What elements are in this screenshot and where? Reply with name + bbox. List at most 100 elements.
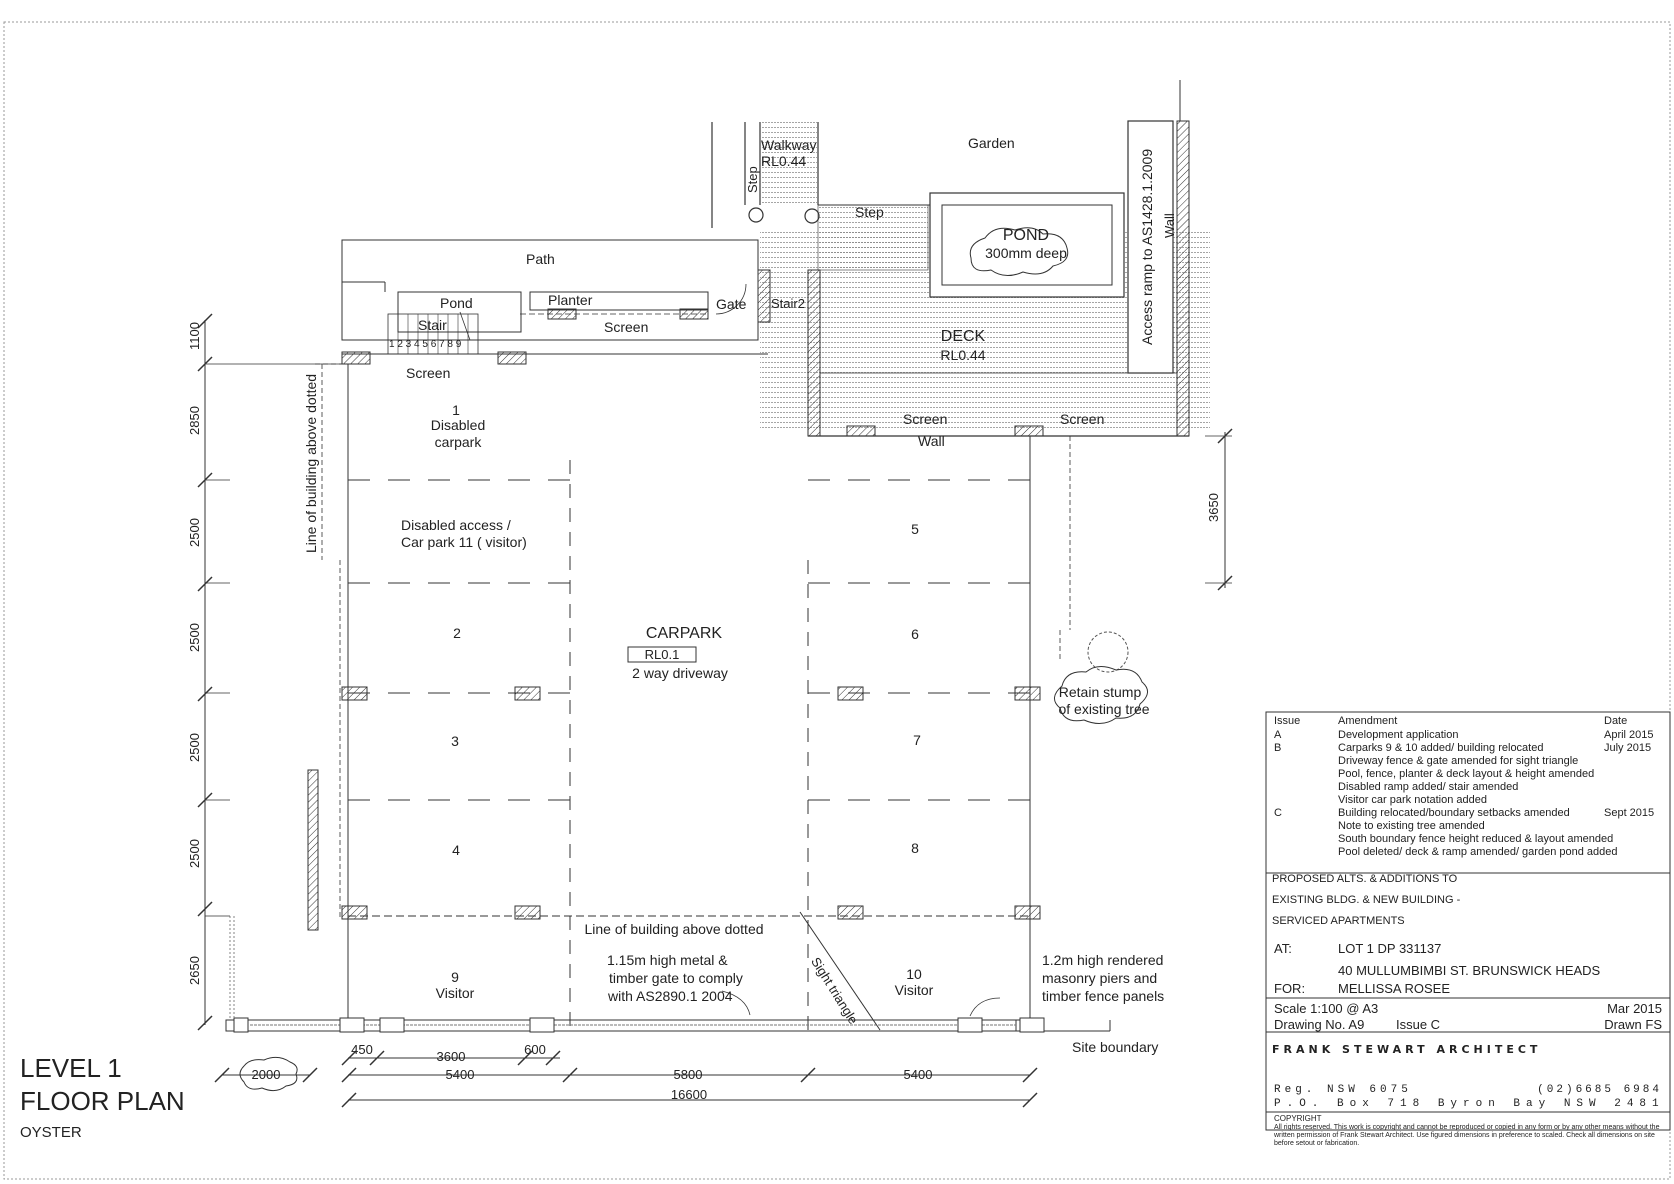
- bay-10-text: Visitor: [894, 982, 934, 998]
- tb-at-1: LOT 1 DP 331137: [1338, 941, 1442, 956]
- carpark-rl-label: RL0.1: [644, 647, 680, 662]
- amendment-text: Development application: [1338, 729, 1459, 741]
- site-boundary-label: Site boundary: [1072, 1039, 1159, 1055]
- tb-head-date: Date: [1604, 715, 1628, 727]
- dim-2500-a: 2500: [187, 518, 202, 547]
- plan-title-line1: LEVEL 1: [20, 1053, 122, 1083]
- plan-subtitle: OYSTER: [20, 1124, 82, 1141]
- tb-head-issue: Issue: [1274, 715, 1301, 727]
- amendment-issue: A: [1274, 729, 1282, 741]
- tb-at-2: 40 MULLUMBIMBI ST. BRUNSWICK HEADS: [1338, 963, 1601, 978]
- dim-2850: 2850: [187, 406, 202, 435]
- bay-1-text-a: Disabled: [430, 417, 486, 433]
- dim-2500-b: 2500: [187, 623, 202, 652]
- tb-phone: (02)6685 6984: [1537, 1084, 1662, 1096]
- screen-label-3: Screen: [903, 411, 948, 427]
- dim-2650: 2650: [187, 956, 202, 985]
- tb-copyright-title: COPYRIGHT: [1274, 1114, 1322, 1123]
- tb-architect-name: FRANK STEWART ARCHITECT: [1272, 1043, 1542, 1056]
- tb-copyright-text: All rights reserved. This work is copyri…: [1274, 1124, 1660, 1147]
- tb-date: Mar 2015: [1607, 1001, 1662, 1016]
- wall-bottom-label: Wall: [918, 433, 945, 449]
- title-block: Issue Amendment Date A Development applic…: [1266, 712, 1670, 1148]
- amendment-text: Building relocated/boundary setbacks ame…: [1338, 807, 1570, 819]
- bay-1-text-b: carpark: [434, 434, 482, 450]
- tb-reg: Reg. NSW 6075: [1274, 1084, 1412, 1096]
- amendment-text: South boundary fence height reduced & la…: [1338, 833, 1614, 845]
- step-label: Step: [855, 204, 884, 220]
- stair2-label: Stair2: [771, 296, 805, 311]
- bay-6: 6: [911, 626, 919, 642]
- path-label: Path: [526, 251, 555, 267]
- tb-for-value: MELLISSA ROSEE: [1338, 981, 1450, 996]
- piers-note-c: timber fence panels: [1042, 988, 1165, 1004]
- amendment-text: Visitor car park notation added: [1338, 794, 1487, 806]
- plan-title-line2: FLOOR PLAN: [20, 1086, 185, 1116]
- dim-2500-d: 2500: [187, 839, 202, 868]
- amendment-text: Pool, fence, planter & deck layout & hei…: [1338, 768, 1595, 780]
- wall-right-label: Wall: [1162, 213, 1177, 238]
- amendment-text: Disabled ramp added/ stair amended: [1338, 781, 1519, 793]
- tb-scale: Scale 1:100 @ A3: [1274, 1001, 1379, 1016]
- amendment-text: Driveway fence & gate amended for sight …: [1338, 755, 1579, 767]
- disabled-access-a: Disabled access /: [401, 517, 511, 533]
- step-vertical-label: Step: [745, 166, 760, 193]
- deck-rl-label: RL0.44: [940, 347, 986, 363]
- stair-numbers: 1 2 3 4 5 6 7 8 9: [389, 339, 462, 350]
- dim-16600: 16600: [670, 1087, 708, 1102]
- driveway-label: 2 way driveway: [632, 665, 728, 681]
- dim-450: 450: [351, 1042, 373, 1057]
- dim-5800: 5800: [673, 1067, 703, 1082]
- tb-at-label: AT:: [1274, 941, 1292, 956]
- stair-label: Stair: [418, 317, 447, 333]
- amendment-text: Carparks 9 & 10 added/ building relocate…: [1338, 742, 1544, 754]
- dim-5400-b: 5400: [903, 1067, 933, 1082]
- bay-8: 8: [911, 840, 919, 856]
- screen-label-1: Screen: [406, 365, 451, 381]
- tb-po-box: P.O. Box 718 Byron Bay NSW 2481: [1274, 1098, 1665, 1110]
- walkway-label: Walkway: [761, 137, 817, 153]
- gate-note-b: timber gate to comply: [609, 970, 743, 986]
- amendment-issue: B: [1274, 742, 1282, 754]
- retain-stump-b: of existing tree: [1058, 701, 1150, 717]
- tb-issue: Issue C: [1396, 1017, 1441, 1032]
- bay-5: 5: [911, 521, 919, 537]
- piers-note-a: 1.2m high rendered: [1042, 952, 1164, 968]
- bay-9-number: 9: [451, 969, 459, 985]
- bay-7: 7: [913, 732, 921, 748]
- bay-2: 2: [453, 625, 461, 641]
- amendment-date: July 2015: [1604, 742, 1652, 754]
- pond-big-label: POND: [1002, 227, 1050, 244]
- dim-1100: 1100: [187, 322, 202, 350]
- dim-3600: 3600: [436, 1049, 466, 1064]
- screen-label-2: Screen: [604, 319, 649, 335]
- bay-4: 4: [452, 842, 460, 858]
- gate-note-c: with AS2890.1 2004: [608, 988, 733, 1004]
- piers-note-b: masonry piers and: [1042, 970, 1158, 986]
- bay-3: 3: [451, 733, 459, 749]
- amendment-text: Note to existing tree amended: [1338, 820, 1485, 832]
- tb-project-3: SERVICED APARTMENTS: [1272, 915, 1405, 927]
- bay-1-number: 1: [452, 402, 460, 418]
- amendment-date: April 2015: [1604, 729, 1654, 741]
- bay-9-text: Visitor: [435, 985, 475, 1001]
- tb-project-1: PROPOSED ALTS. & ADDITIONS TO: [1272, 873, 1458, 885]
- garden-label: Garden: [968, 135, 1015, 151]
- line-building-above-bottom: Line of building above dotted: [584, 921, 764, 937]
- gate-note-a: 1.15m high metal &: [607, 952, 728, 968]
- tb-head-amendment: Amendment: [1338, 715, 1398, 727]
- tb-drawing-no: Drawing No. A9: [1274, 1017, 1365, 1032]
- dim-5400-a: 5400: [445, 1067, 475, 1082]
- planter-label: Planter: [548, 292, 593, 308]
- pond-label: Pond: [440, 295, 473, 311]
- retain-stump-a: Retain stump: [1058, 684, 1142, 700]
- tb-for-label: FOR:: [1274, 981, 1306, 996]
- disabled-access-b: Car park 11 ( visitor): [401, 534, 527, 550]
- screen-label-4: Screen: [1060, 411, 1105, 427]
- amendment-date: Sept 2015: [1604, 807, 1655, 819]
- tb-drawn: Drawn FS: [1604, 1017, 1662, 1032]
- pond-depth-label: 300mm deep: [985, 245, 1067, 261]
- deck-label: DECK: [940, 328, 986, 345]
